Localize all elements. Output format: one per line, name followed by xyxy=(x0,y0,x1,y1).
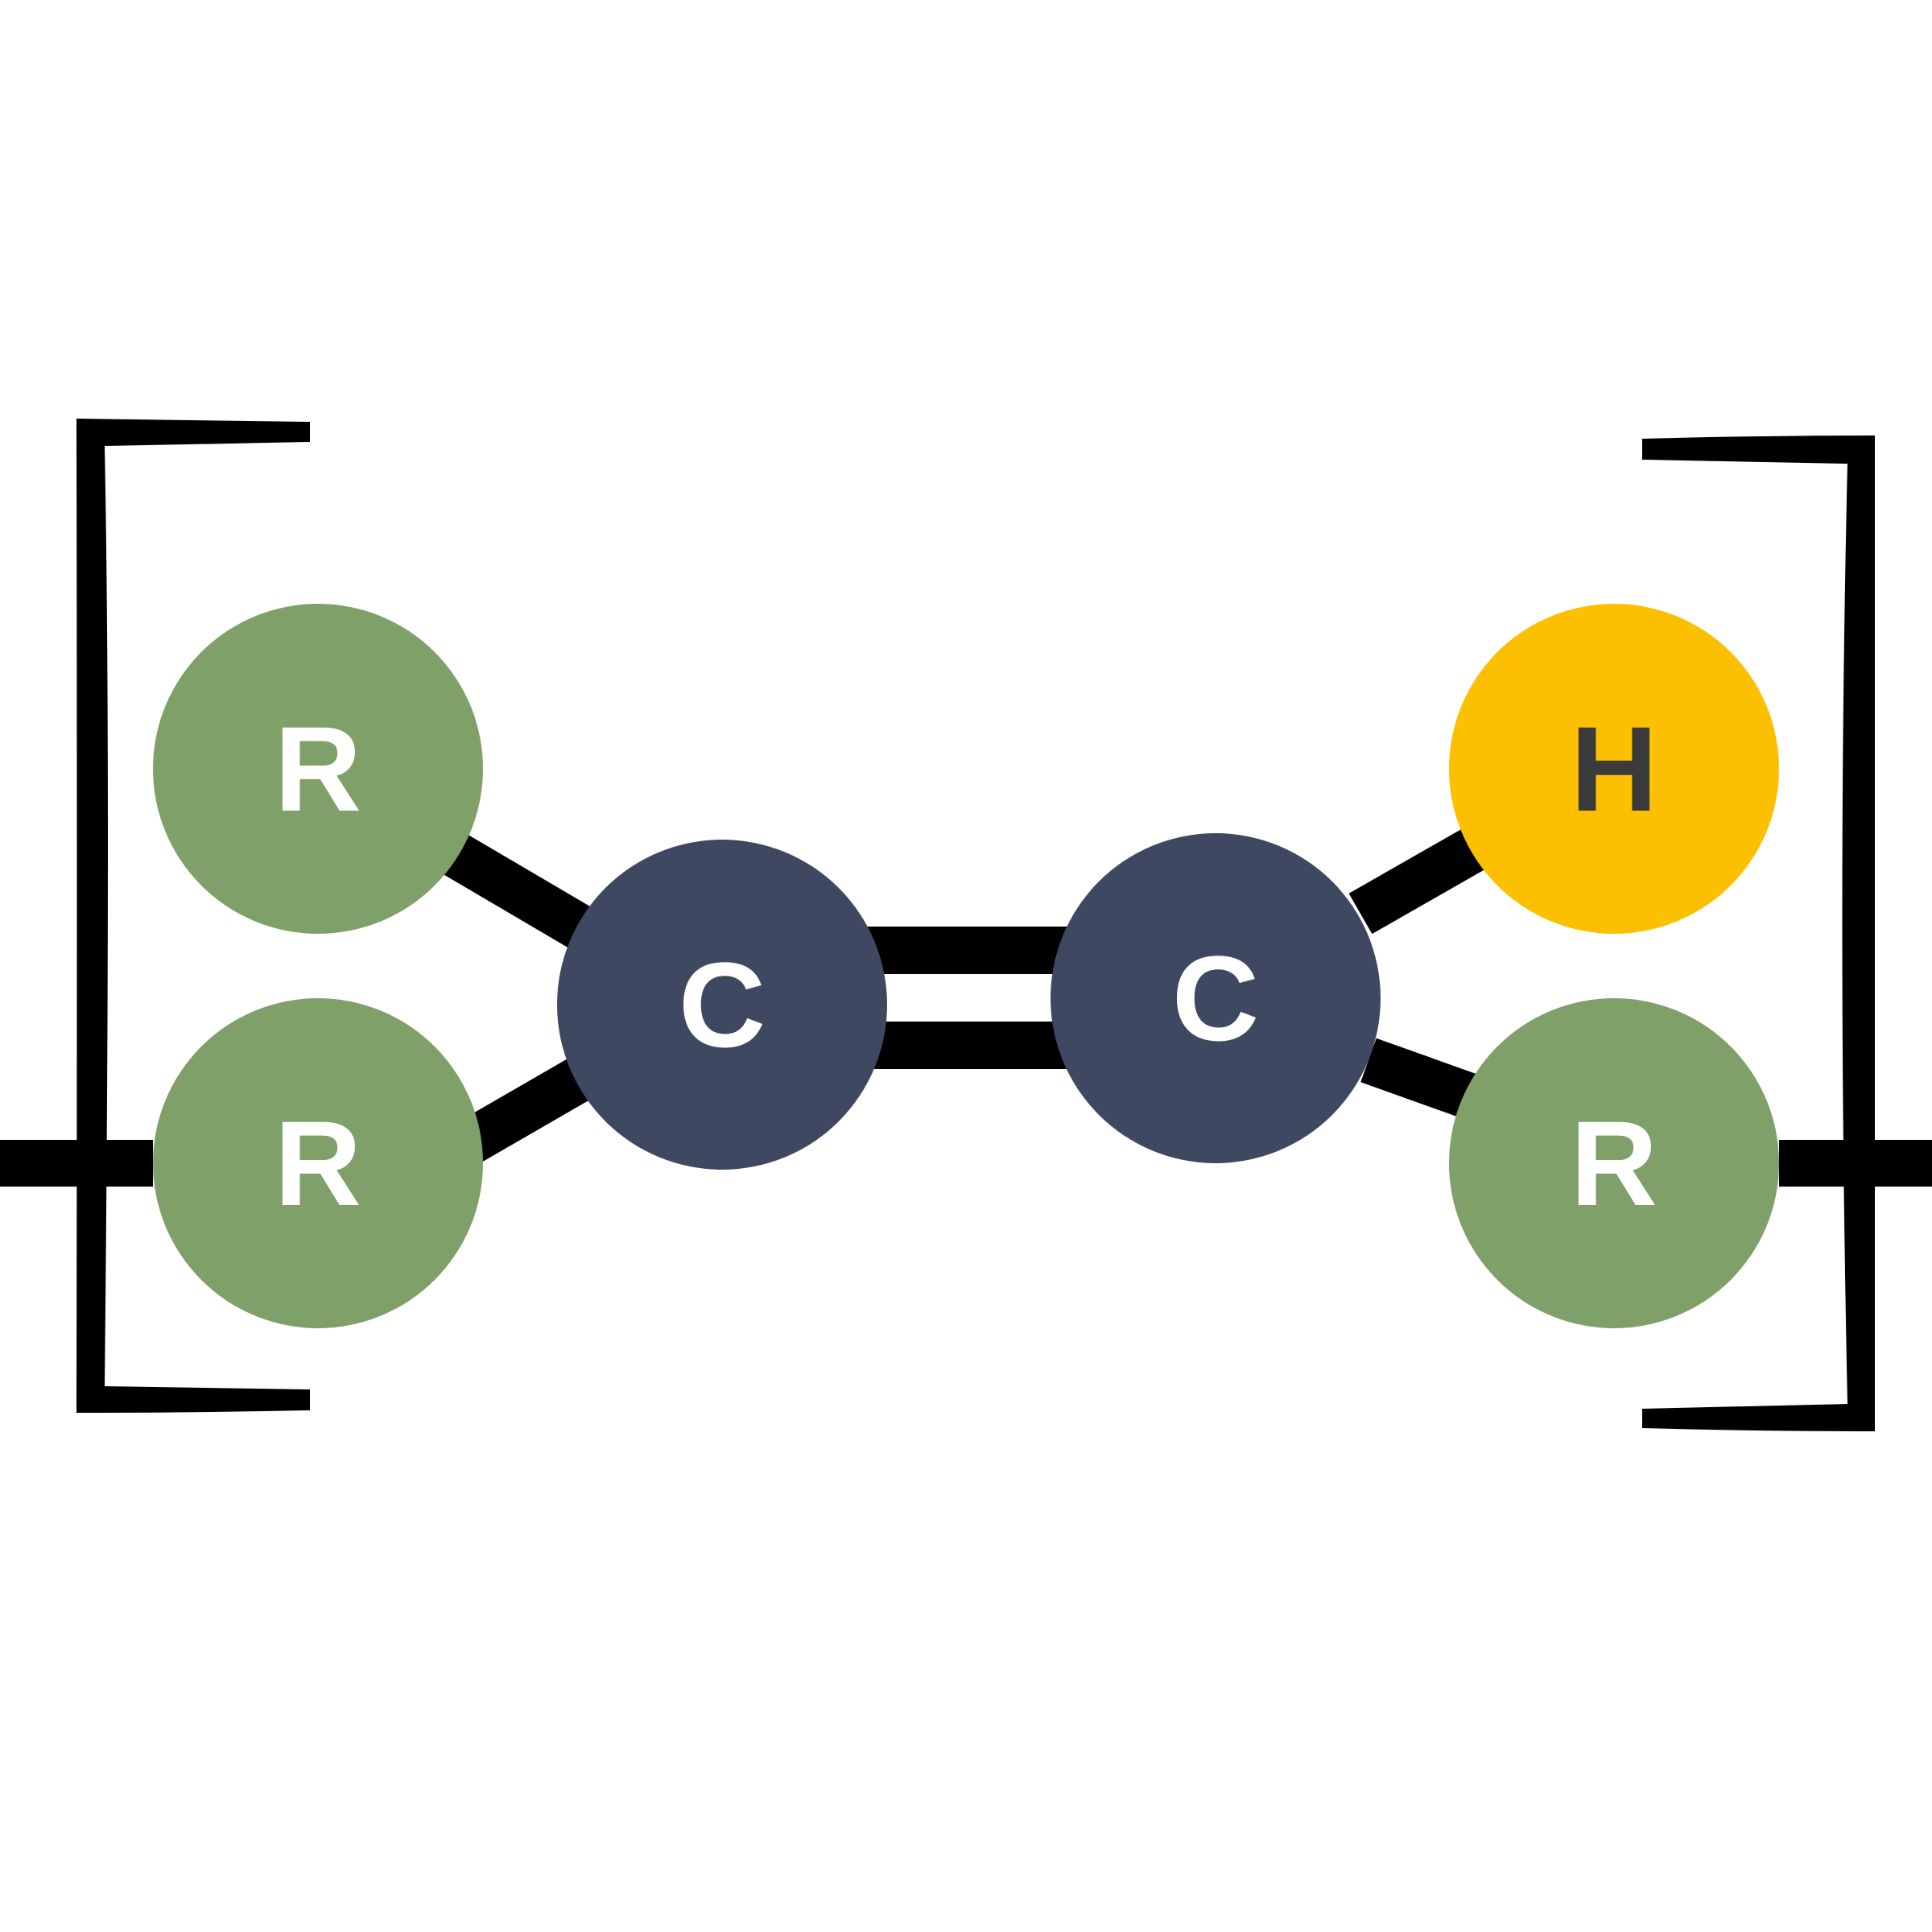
atom-label-r: R xyxy=(275,701,361,836)
double-bond-upper xyxy=(853,927,1087,974)
atom-label-c: C xyxy=(1172,931,1259,1066)
atom-c-right: C xyxy=(1051,833,1381,1163)
atom-label-r: R xyxy=(275,1096,361,1231)
atom-label-h: H xyxy=(1571,701,1657,836)
right-bracket xyxy=(1642,436,1875,1431)
atom-label-c: C xyxy=(679,937,766,1072)
atom-r-bottom-right: R xyxy=(1449,998,1779,1328)
atom-label-r: R xyxy=(1571,1096,1657,1231)
double-bond-lower xyxy=(853,1022,1087,1069)
bond-r-bottom-left-to-c xyxy=(459,1058,592,1162)
bond-c-to-h xyxy=(1348,828,1485,935)
atom-c-left: C xyxy=(557,840,887,1170)
left-bracket xyxy=(76,419,310,1413)
atom-h-top-right: H xyxy=(1449,604,1779,934)
chain-bond-left xyxy=(0,1140,153,1187)
bond-c-to-r-bottom-right xyxy=(1360,1038,1489,1123)
atom-r-bottom-left: R xyxy=(153,998,483,1328)
atom-r-top-left: R xyxy=(153,604,483,934)
